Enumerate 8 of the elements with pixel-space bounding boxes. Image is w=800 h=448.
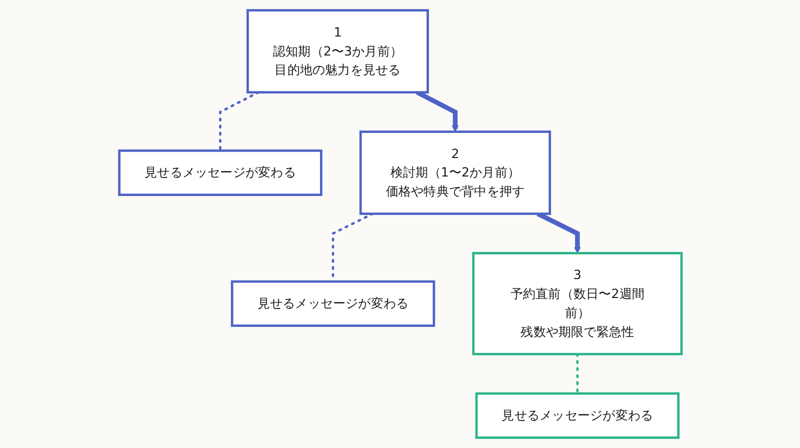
node-box: 見せるメッセージが変わる	[474, 392, 680, 439]
node-box: 1 認知期（2〜3か月前） 目的地の魅力を見せる	[246, 9, 429, 94]
connector	[218, 91, 260, 152]
connector	[576, 352, 578, 395]
node-box: 見せるメッセージが変わる	[230, 280, 435, 327]
node-box: 見せるメッセージが変わる	[118, 149, 322, 196]
node-box: 2 検討期（1〜2か月前） 価格や特典で背中を押す	[359, 130, 551, 215]
node-box: 3 予約直前（数日〜2週間前） 残数や期限で緊急性	[472, 252, 682, 356]
